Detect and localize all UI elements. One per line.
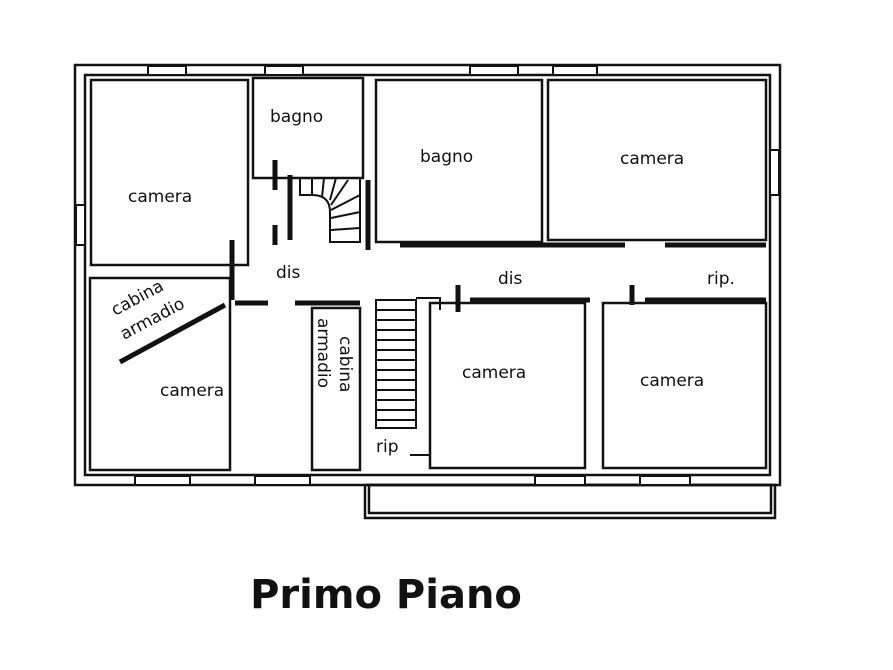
spiral-staircase <box>299 177 361 243</box>
room-label-camera: camera <box>640 371 704 391</box>
staircase <box>375 297 441 465</box>
room-label-dis: dis <box>276 263 301 283</box>
room-label-rip: rip <box>376 437 399 457</box>
room-label-camera: camera <box>462 363 526 383</box>
windows <box>75 65 780 486</box>
room-label-camera: camera <box>620 149 684 169</box>
room-label-bagno: bagno <box>420 147 473 167</box>
room-label-armadio: armadio <box>313 318 333 388</box>
plan-title: Primo Piano <box>250 572 522 618</box>
outer-walls <box>73 63 782 520</box>
room-label-bagno: bagno <box>270 107 323 127</box>
room-label-camera: camera <box>128 187 192 207</box>
room-label-dis: dis <box>498 269 523 289</box>
interior-walls <box>88 76 768 472</box>
room-label-cabina: cabina <box>335 336 355 392</box>
room-label-rip: rip. <box>707 269 735 289</box>
room-label-camera: camera <box>160 381 224 401</box>
